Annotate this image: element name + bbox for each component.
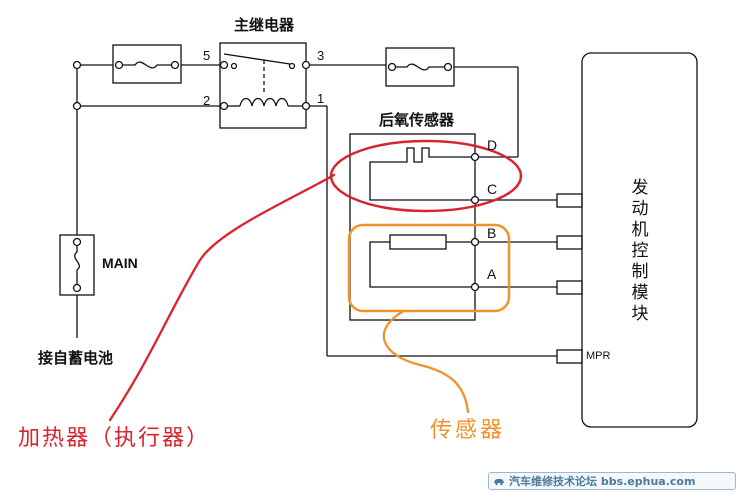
terminal xyxy=(470,282,480,292)
terminal xyxy=(72,60,82,70)
main-fuse xyxy=(59,234,95,296)
ecm-connector-a xyxy=(556,280,583,295)
terminal xyxy=(219,101,229,111)
sensor-highlight-box xyxy=(347,223,511,313)
main-relay-title: 主继电器 xyxy=(234,16,295,34)
relay-pin-3: 3 xyxy=(317,48,325,63)
terminal xyxy=(72,101,82,111)
main-relay-box xyxy=(219,42,307,129)
sensor-pin-b: B xyxy=(487,225,497,241)
terminal xyxy=(301,60,311,70)
terminal xyxy=(219,60,229,70)
sensor-pin-d: D xyxy=(487,137,498,153)
terminal xyxy=(387,62,397,72)
car-icon xyxy=(494,479,504,486)
heater-pointer-curve xyxy=(108,173,336,422)
relay-coil xyxy=(239,97,289,107)
relay-contact-point xyxy=(288,62,296,70)
relay-pin-2: 2 xyxy=(203,93,211,108)
top-right-fuse-element xyxy=(392,63,448,71)
terminal xyxy=(470,195,480,205)
sensor-element-wire xyxy=(369,241,475,288)
sensor-resistor xyxy=(389,234,447,250)
o2-sensor-box xyxy=(349,133,476,321)
o2-sensor-title: 后氧传感器 xyxy=(379,111,455,129)
watermark-text: 汽车维修技术论坛 bbs.ephua.com xyxy=(509,475,696,488)
terminal xyxy=(443,62,453,72)
forum-watermark: 汽车维修技术论坛 bbs.ephua.com xyxy=(488,472,736,490)
ecm-connector-c xyxy=(556,193,583,208)
sensor-pointer-curve xyxy=(382,310,470,414)
terminal xyxy=(72,283,82,293)
relay-switch-contact xyxy=(223,53,291,65)
main-fuse-element xyxy=(74,242,80,288)
terminal xyxy=(114,60,124,70)
battery-label: 接自蓄电池 xyxy=(38,349,114,367)
relay-pin-1: 1 xyxy=(317,91,325,106)
relay-pin-5: 5 xyxy=(203,48,211,63)
top-left-fuse-element xyxy=(119,61,175,69)
top-left-fuse xyxy=(112,44,182,84)
mpr-label: MPR xyxy=(586,350,611,362)
terminal xyxy=(470,152,480,162)
ecm-connector-b xyxy=(556,235,583,250)
ecm-connector-mpr xyxy=(556,349,583,364)
ecm-label: 发动机控制模块 xyxy=(631,178,649,324)
sensor-pin-c: C xyxy=(487,181,498,197)
sensor-annotation: 传感器 xyxy=(430,418,506,443)
terminal xyxy=(470,237,480,247)
terminal xyxy=(72,237,82,247)
terminal xyxy=(170,60,180,70)
sensor-pin-a: A xyxy=(487,266,497,282)
main-fuse-label: MAIN xyxy=(102,255,138,271)
heater-element xyxy=(369,147,475,201)
terminal xyxy=(301,101,311,111)
heater-annotation: 加热器（执行器） xyxy=(18,426,211,451)
relay-contact-point xyxy=(230,62,238,70)
